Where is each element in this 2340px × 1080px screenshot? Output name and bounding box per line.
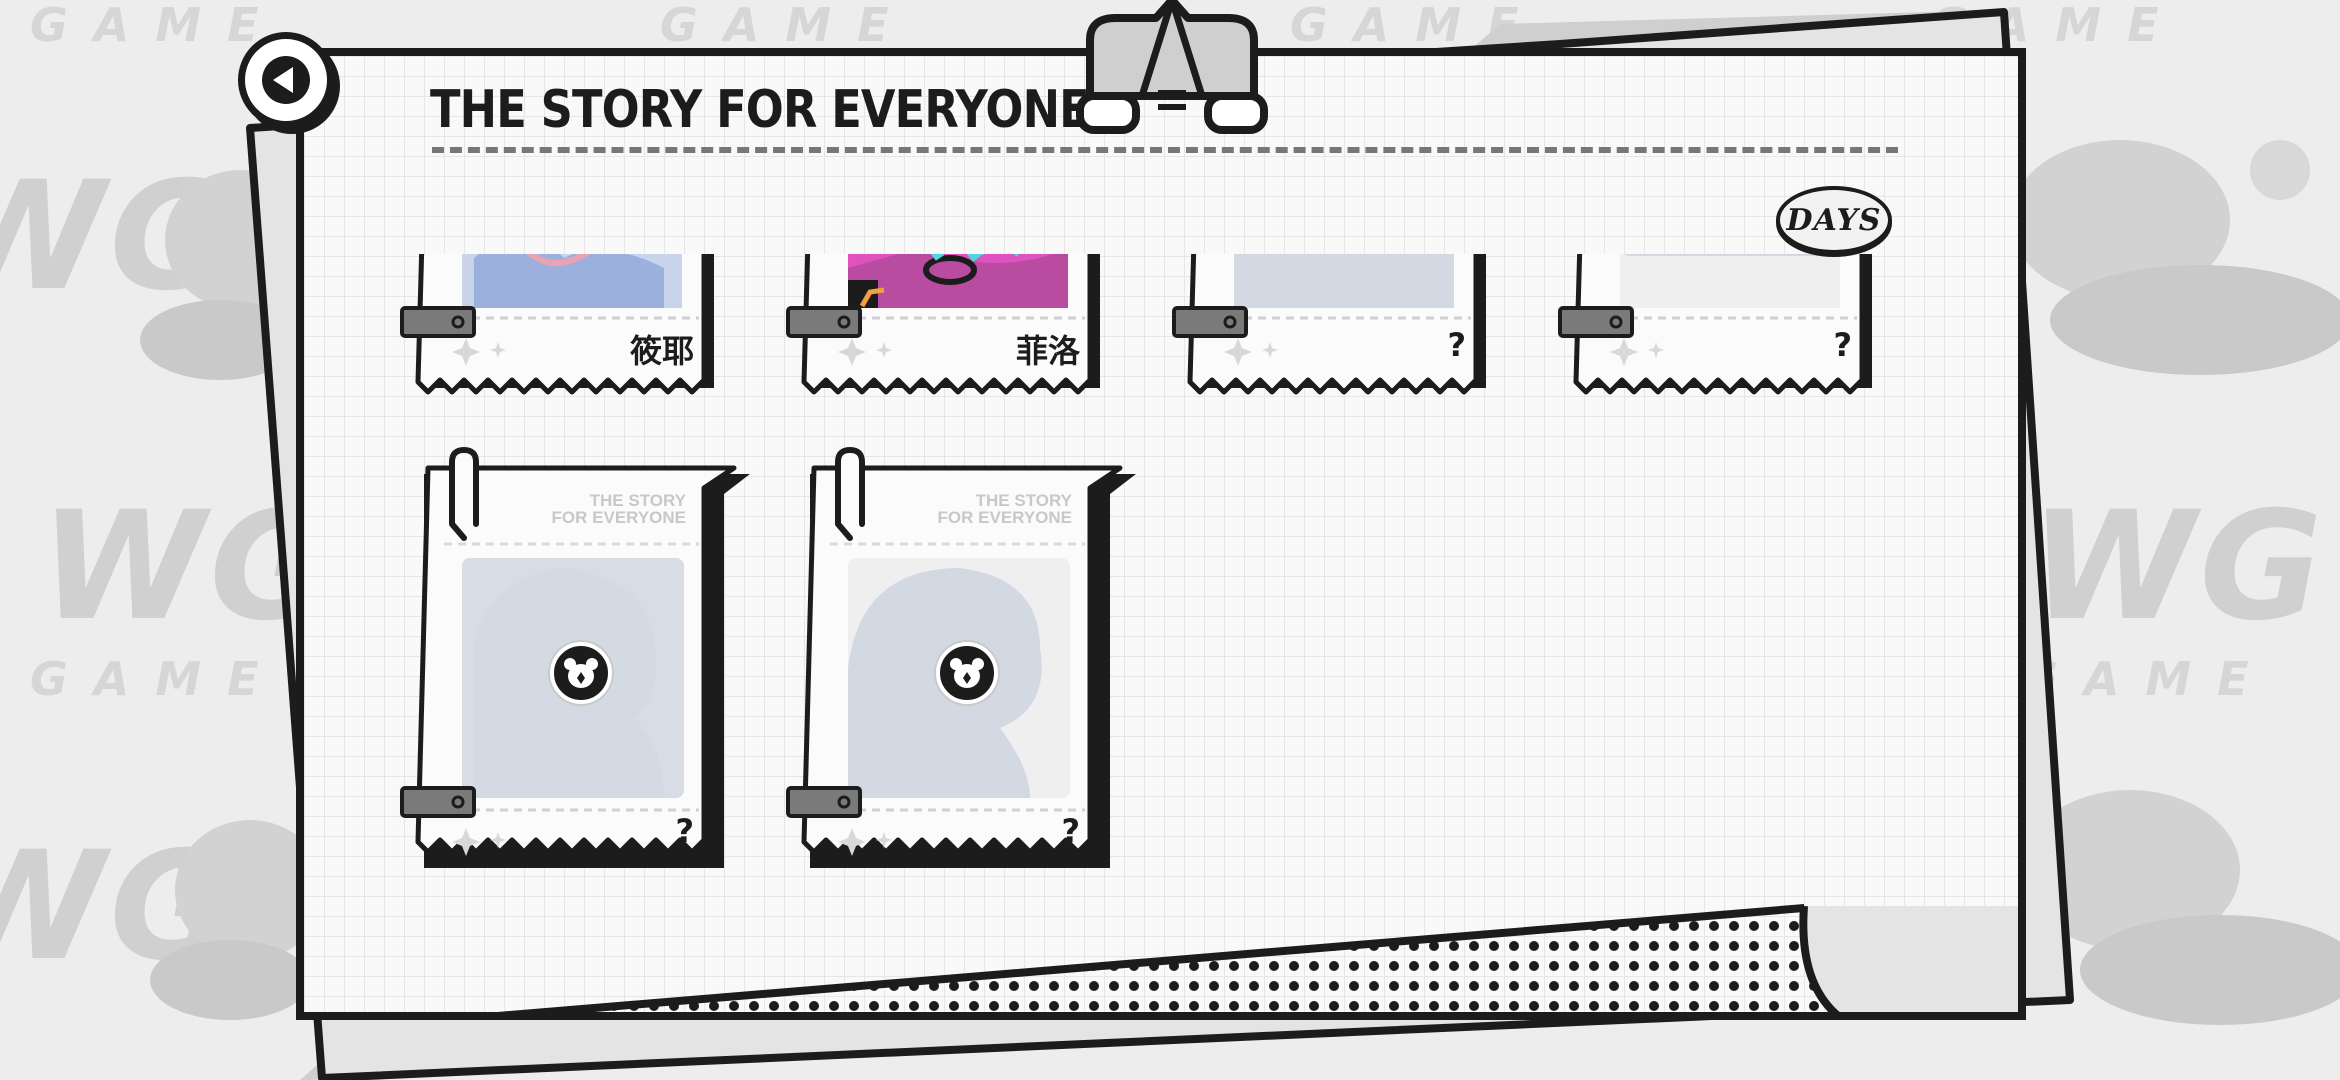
card-name: ? [1061, 812, 1080, 850]
card-frame [1573, 254, 1872, 395]
stamp-line: FOR EVERYONE [551, 508, 686, 527]
binder-clip-icon [786, 786, 862, 818]
bg-mascot-silhouette [2020, 790, 2340, 1025]
story-card-3[interactable]: ? [1172, 254, 1526, 408]
bg-game-text: GAME [2020, 652, 2275, 706]
binder-clip-icon [1172, 306, 1248, 338]
bg-mascot-silhouette [150, 820, 325, 1020]
page-title: THE STORY FOR EVERYONE [430, 80, 1090, 140]
triangle-left-icon [262, 56, 310, 104]
card-stamp: THE STORY FOR EVERYONE [872, 492, 1072, 526]
card-name: ? [1833, 326, 1852, 364]
binder-clip-icon [400, 786, 476, 818]
card-stamp: THE STORY FOR EVERYONE [486, 492, 686, 526]
bg-mascot-silhouette [2010, 140, 2340, 375]
paperclip-icon [449, 447, 479, 541]
binder-clip-icon [1558, 306, 1634, 338]
story-card-4[interactable]: ? [1558, 254, 1910, 408]
story-card-5[interactable]: THE STORY FOR EVERYONE ? [400, 447, 754, 868]
binder-clip-icon [786, 306, 862, 338]
back-button[interactable] [238, 32, 334, 128]
card-frame [1187, 254, 1486, 395]
bg-game-text: GAME [660, 0, 915, 52]
card-name: ? [1447, 326, 1466, 364]
lock-icon [550, 642, 612, 704]
story-card-1[interactable]: 筱耶 [400, 254, 754, 408]
binder-clip-icon [400, 306, 476, 338]
lock-icon [936, 642, 998, 704]
days-badge[interactable]: DAYS [1776, 186, 1892, 254]
stamp-line: THE STORY [589, 491, 686, 510]
story-card-list[interactable]: 筱耶 菲洛 [400, 254, 1910, 924]
card-name: ? [675, 812, 694, 850]
paperclip-icon [835, 447, 865, 541]
stamp-line: THE STORY [975, 491, 1072, 510]
stamp-line: FOR EVERYONE [937, 508, 1072, 527]
card-name: 筱耶 [629, 332, 694, 370]
story-card-6[interactable]: THE STORY FOR EVERYONE ? [786, 447, 1140, 868]
story-card-2[interactable]: 菲洛 [786, 254, 1140, 408]
title-underline [432, 147, 1898, 153]
mascot-icon [1076, 0, 1268, 134]
bg-logo-text: WG [2030, 480, 2327, 654]
card-frame [415, 254, 714, 395]
card-frame [801, 254, 1100, 395]
bg-game-text: GAME [30, 0, 285, 52]
lock-glyph [564, 658, 598, 688]
card-name: 菲洛 [1015, 332, 1080, 370]
bg-game-text: GAME [30, 652, 285, 706]
lock-glyph [950, 658, 984, 688]
